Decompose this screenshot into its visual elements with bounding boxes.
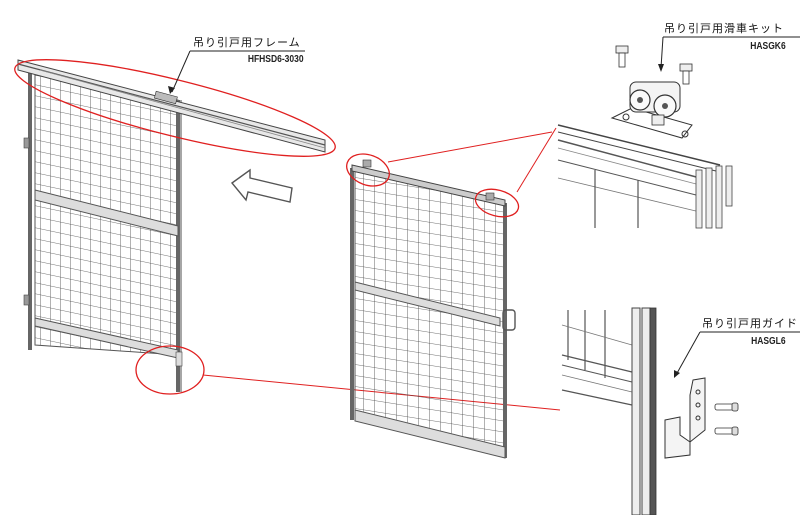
arrow-left-icon [230, 168, 293, 203]
guide-detail-view [561, 307, 739, 515]
pulley-detail-view [557, 45, 740, 229]
pulley-leader-line-1 [387, 131, 553, 163]
pulley-leader-line-2 [516, 127, 557, 193]
guide-highlight-ellipse [135, 345, 205, 395]
top-rail-frame [17, 59, 326, 153]
left-door [23, 72, 183, 392]
frame-code: HFHSD6-3030 [248, 54, 304, 65]
pulley-kit-label: 吊り引戸用滑車キット [664, 22, 784, 35]
pulley-highlight-left [346, 153, 390, 187]
guide-code: HASGL6 [751, 336, 786, 347]
callout-leaders [168, 36, 800, 378]
pulley-highlight-right [474, 188, 520, 218]
guide-label: 吊り引戸用ガイド [702, 317, 798, 330]
sliding-door-panel [350, 159, 516, 459]
frame-highlight-ellipse [14, 59, 336, 157]
pulley-kit-code: HASGK6 [750, 41, 786, 52]
frame-label: 吊り引戸用フレーム [193, 36, 301, 49]
